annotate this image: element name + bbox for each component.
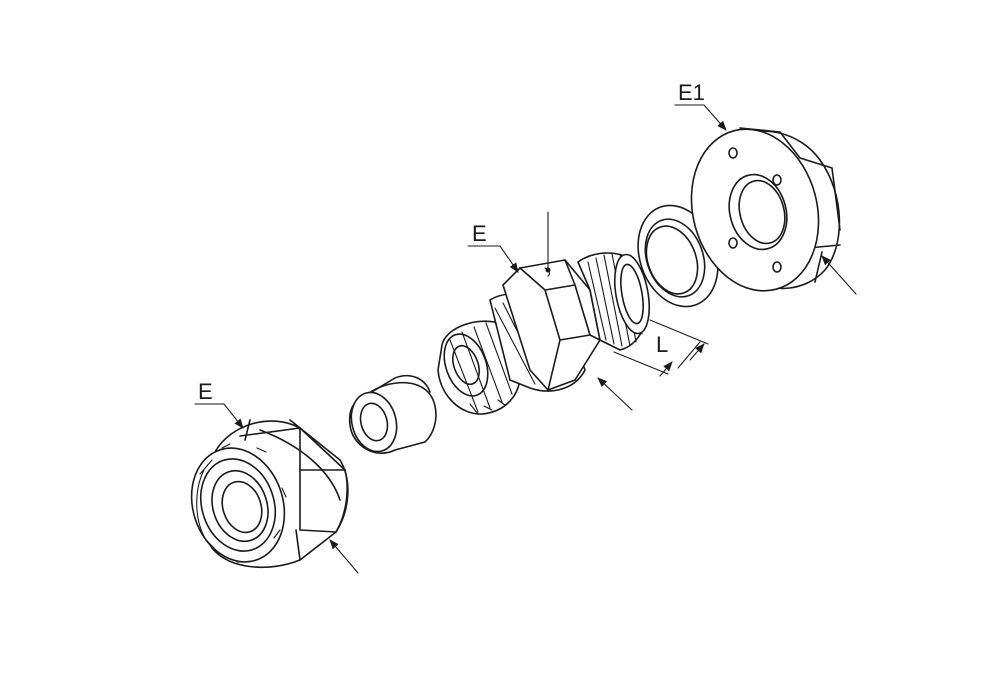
mounting-hole bbox=[772, 174, 782, 186]
thread-length-label-l: L bbox=[656, 332, 668, 357]
mounting-hole bbox=[728, 237, 738, 249]
body-label-e: E bbox=[472, 221, 487, 246]
cap-nut-label-e: E bbox=[198, 379, 213, 404]
locknut-label-e1: E1 bbox=[678, 80, 705, 105]
body-dimension-e: E bbox=[467, 211, 633, 411]
mounting-hole bbox=[772, 261, 782, 273]
gland-body bbox=[437, 252, 651, 415]
cap-nut-dimension-e: E bbox=[194, 379, 359, 574]
seal-insert bbox=[348, 374, 437, 454]
locknut bbox=[690, 127, 841, 292]
thread-length-dimension-l: L bbox=[613, 319, 709, 377]
locknut-dimension-e1: E1 bbox=[674, 80, 857, 295]
cap-nut bbox=[190, 419, 349, 569]
mounting-hole bbox=[728, 147, 738, 159]
